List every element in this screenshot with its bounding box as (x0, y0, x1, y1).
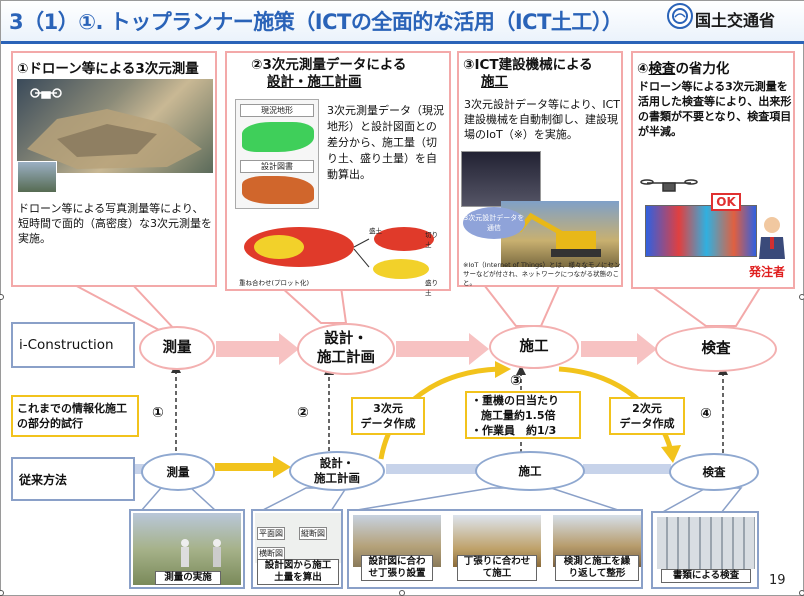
resize-handle-bottom-right[interactable] (799, 590, 804, 596)
row-label-partial-trial: これまでの情報化施工の部分的試行 (11, 395, 139, 437)
box-inspection: ④検査の省力化 ドローン等による3次元測量を活用した検査等により、出来形の書類が… (631, 51, 795, 289)
box4-body: ドローン等による3次元測量を活用した検査等により、出来形の書類が不要となり、検査… (638, 80, 792, 138)
connector-2 (278, 286, 348, 324)
ministry-emblem-icon (672, 8, 688, 24)
caption-documents: 書類による検査 (661, 569, 751, 583)
step-number-1: ① (152, 405, 164, 421)
box3-title: ③ICT建設機械による 施工 (463, 57, 593, 90)
fill2-label: 盛り土 (425, 279, 438, 297)
orange-terrain-icon (242, 176, 314, 204)
step-number-3: ③ (510, 373, 522, 389)
caption-grading: 検測と施工を繰り返して整形 (555, 555, 639, 581)
cutfill-figure: 重ね合わせ(プロット化) 盛土 切り土 盛り土 (239, 217, 443, 297)
box-design-plan: ②3次元測量データによる 設計・施工計画 現況地形 設計図書 3次元測量データ（… (225, 51, 451, 297)
caption-survey: 測量の実施 (155, 571, 221, 585)
ict-photo: 3次元設計データを通信 (461, 151, 621, 269)
oval-design-top: 設計・施工計画 (297, 323, 395, 375)
photo-box-construction: 設計図に合わせ丁張り設置 丁張りに合わせて施工 検測と施工を繰り返して整形 (347, 509, 643, 589)
photo-box-drawings: 平面図 縦断図 横断図 設計図から施工土量を算出 (251, 509, 343, 589)
pink-flow-arrows (216, 333, 657, 365)
row-label-conventional: 従来方法 (11, 457, 135, 501)
drawing-label-profile: 縦断図 (299, 527, 327, 540)
control-room-photo (461, 151, 541, 207)
page-number: 19 (769, 573, 786, 588)
box-drone-survey: ①ドローン等による3次元測量 ドローン等による写真測量等により、短時間で面的（高… (11, 51, 217, 287)
cut-label: 切り土 (425, 231, 438, 249)
photo-box-survey: 測量の実施 (129, 509, 245, 589)
yellow-curve-left (378, 366, 500, 460)
blue-bar-2 (386, 464, 481, 474)
drone-survey-photo (17, 79, 213, 173)
oval-survey-top: 測量 (139, 326, 215, 370)
ok-badge: OK (711, 193, 741, 211)
box-ict-machine: ③ICT建設機械による 施工 3次元設計データ等により、ICT建設機械を自動制御… (457, 51, 623, 287)
yellow-curve-right (558, 366, 674, 452)
fill-label: 盛土 (369, 227, 382, 235)
documents-photo (657, 517, 755, 569)
cutfill-caption: 重ね合わせ(プロット化) (239, 279, 310, 287)
connector-4 (647, 285, 763, 327)
box1-title: ①ドローン等による3次元測量 (17, 61, 199, 77)
oval-survey-bottom: 測量 (141, 453, 215, 491)
heatmap-screen (645, 205, 757, 257)
surveyors-icon (181, 539, 221, 567)
cutfill-map-icon (244, 227, 434, 279)
oval-design-bottom: 設計・施工計画 (289, 451, 385, 491)
inspection-figure: OK 発注者 (639, 173, 789, 285)
blue-bar-3 (583, 464, 671, 474)
pointcloud-icon (27, 88, 202, 169)
row-label-iconstruction: i-Construction (11, 322, 135, 368)
data-transmit-label: 3次元設計データを通信 (463, 207, 525, 239)
title-underline (1, 41, 804, 44)
resize-handle-left[interactable] (0, 294, 4, 300)
oval-construction-top: 施工 (489, 325, 579, 369)
yellow-box-2d-data: 2次元データ作成 (609, 397, 685, 435)
orderer-label: 発注者 (749, 265, 786, 279)
ministry-logo-icon (667, 3, 693, 29)
box2-body: 3次元測量データ（現況地形）と設計図面との差分から、施工量（切り土、盛り土量）を… (327, 104, 444, 181)
box1-body: ドローン等による写真測量等により、短時間で面的（高密度）な3次元測量を実施。 (18, 202, 212, 245)
box3-body: 3次元設計データ等により、ICT建設機械を自動制御し、建設現場のIoT（※）を実… (464, 98, 620, 141)
box4-title: ④検査の省力化 (637, 61, 730, 77)
step-number-2: ② (297, 405, 309, 421)
ministry-name: 国土交通省 (695, 11, 776, 30)
box2-title: ②3次元測量データによる 設計・施工計画 (251, 57, 407, 90)
drone-operator-photo (17, 161, 57, 193)
oval-inspection-top: 検査 (655, 326, 777, 372)
drawing-label-plan: 平面図 (257, 527, 285, 540)
pink-arrow-2 (396, 333, 489, 365)
terrain-label: 現況地形 (240, 104, 314, 117)
dashed-arrows (175, 371, 724, 453)
resize-handle-right[interactable] (799, 294, 804, 300)
caption-drawings: 設計図から施工土量を算出 (257, 559, 339, 585)
pink-arrow-1 (216, 333, 299, 365)
yellow-box-3d-data: 3次元データ作成 (351, 397, 425, 435)
oval-inspection-bottom: 検査 (669, 453, 759, 491)
dashed-arrow-heads (171, 363, 728, 375)
excavator-icon (517, 212, 601, 257)
step-number-4: ④ (700, 406, 712, 422)
excavator-photo (501, 201, 619, 267)
drone-icon (640, 179, 698, 192)
resize-handle-bottom[interactable] (399, 590, 405, 596)
green-terrain-icon (242, 122, 314, 152)
yellow-box-productivity: ・重機の日当たり 施工量約1.5倍 ・作業員 約1/3 (465, 391, 581, 439)
orderer-person-icon (759, 217, 785, 259)
iot-footnote: ※IoT（Internet of Things）とは、様々なモノにセンサーなどが… (463, 261, 621, 287)
pink-arrow-3 (581, 333, 657, 365)
oval-construction-bottom: 施工 (475, 451, 585, 491)
design-label: 設計図書 (240, 160, 314, 173)
photo-box-documents: 書類による検査 (651, 511, 759, 589)
page-title: 3（1）①. トップランナー施策（ICTの全面的な活用（ICT土工）） (9, 10, 623, 34)
drawings-photo: 平面図 縦断図 横断図 (255, 513, 341, 563)
terrain-figure: 現況地形 設計図書 (235, 99, 319, 209)
drone-icon (30, 88, 62, 99)
caption-earthwork: 丁張りに合わせて施工 (457, 555, 537, 581)
yellow-flow-arrow (215, 456, 291, 478)
caption-staking: 設計図に合わせ丁張り設置 (361, 555, 433, 581)
